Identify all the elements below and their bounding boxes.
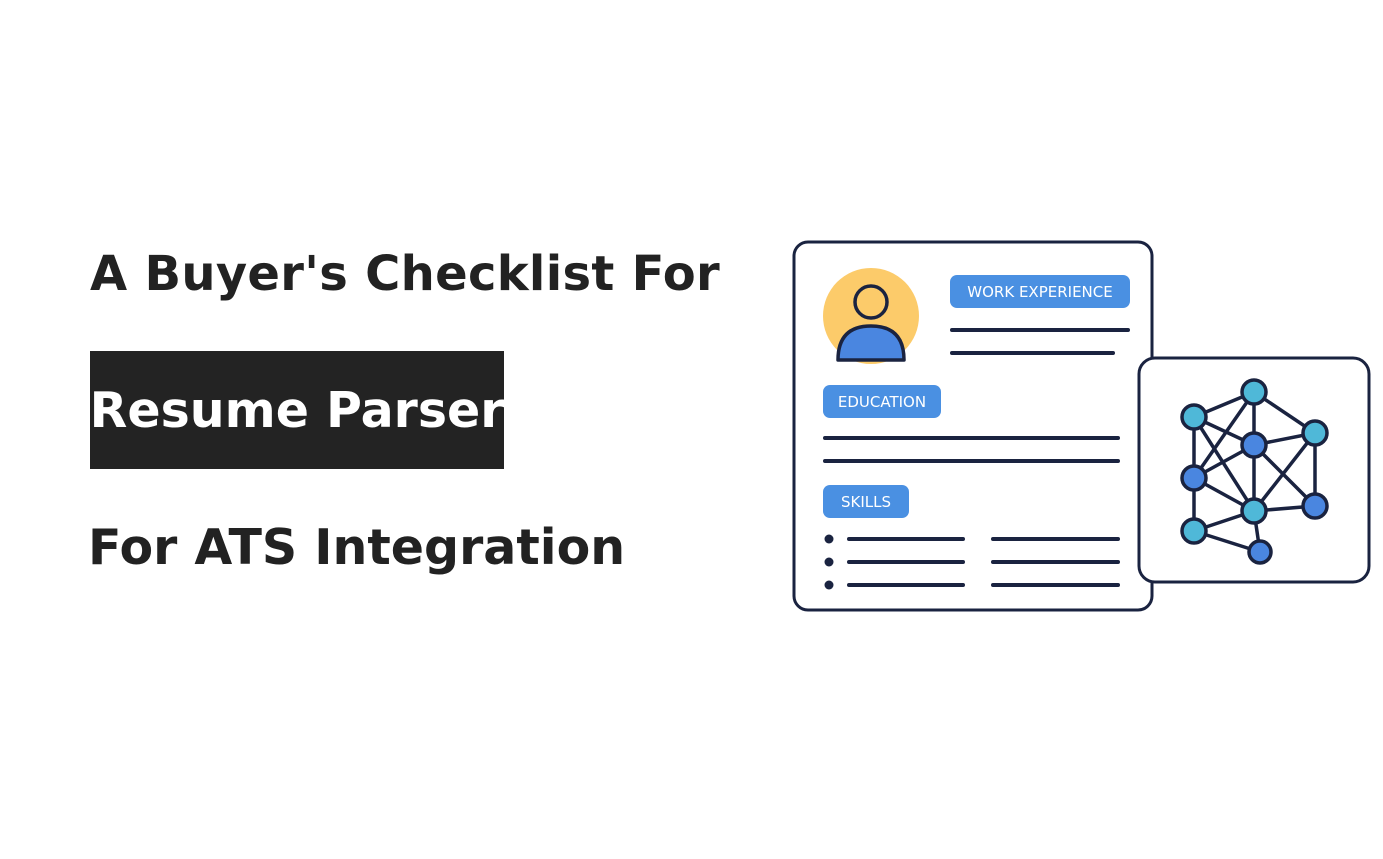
- headline-highlight-text: Resume Parser: [89, 381, 505, 439]
- education-tag: EDUCATION: [823, 385, 941, 418]
- skills-label: SKILLS: [841, 493, 891, 511]
- neural-network-icon: [1180, 378, 1329, 565]
- resume-card: WORK EXPERIENCE EDUCATION SKILLS: [792, 240, 1154, 612]
- work-experience-label: WORK EXPERIENCE: [967, 283, 1112, 301]
- headline-line-1: A Buyer's Checklist For: [90, 246, 720, 302]
- headline-highlight-box: Resume Parser: [90, 351, 504, 469]
- work-experience-tag: WORK EXPERIENCE: [950, 275, 1130, 308]
- headline-line-2: For ATS Integration: [88, 519, 626, 576]
- avatar-icon: [823, 268, 919, 364]
- bullet-list-icon: [824, 534, 1120, 590]
- network-card: [1137, 356, 1371, 584]
- education-label: EDUCATION: [838, 393, 926, 411]
- illustration-svg: WORK EXPERIENCE EDUCATION SKILLS: [792, 240, 1371, 612]
- skills-tag: SKILLS: [823, 485, 909, 518]
- resume-parser-illustration: WORK EXPERIENCE EDUCATION SKILLS: [780, 230, 1380, 625]
